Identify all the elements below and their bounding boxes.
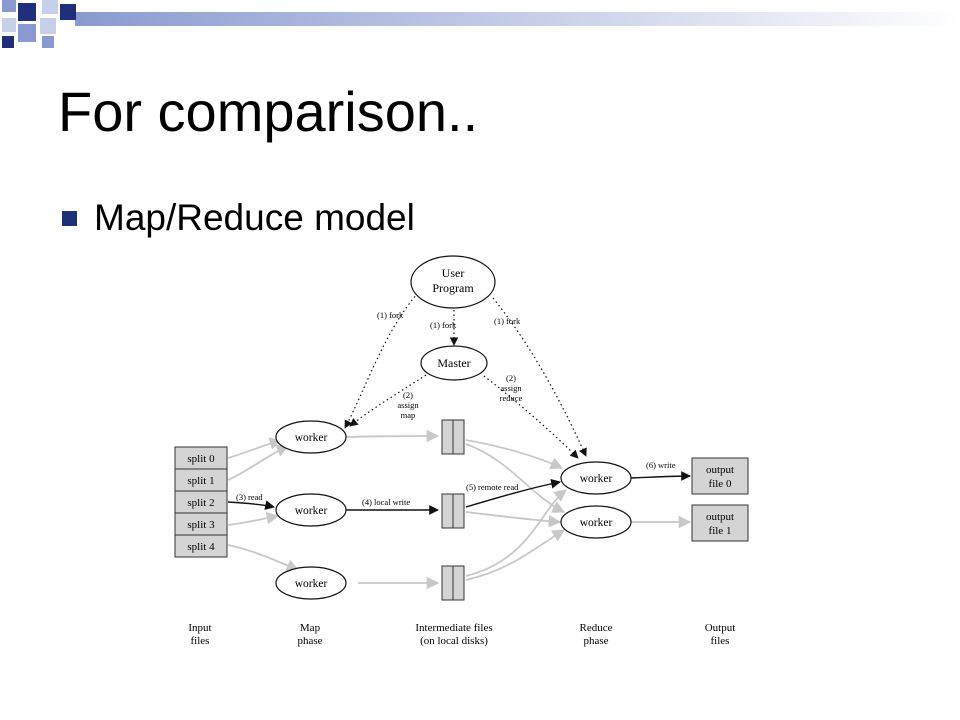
- output-line-1: output: [706, 511, 734, 523]
- arrow-reduce1-output0: [629, 471, 691, 481]
- master-node: Master: [420, 345, 488, 381]
- split-box: split 2: [174, 490, 228, 514]
- intermediate-file: [441, 493, 465, 529]
- user-program-label-2: Program: [432, 281, 474, 295]
- assign-reduce-line-2: assign: [500, 383, 522, 393]
- caption-map-1: Map: [300, 622, 321, 634]
- arrow-split3-worker2: [227, 511, 280, 526]
- caption-intermediate-2: (on local disks): [420, 635, 488, 647]
- split-label: split 2: [187, 497, 214, 509]
- output-line-1: output: [706, 464, 734, 476]
- arrow-split0-worker1: [227, 437, 283, 459]
- caption-reduce-1: Reduce: [580, 622, 613, 634]
- caption-intermediate-1: Intermediate files: [415, 622, 492, 634]
- arrow-assign-reduce: [483, 375, 579, 459]
- worker-label: worker: [295, 505, 328, 517]
- arrow-fork-reduce: [492, 297, 587, 457]
- master-label: Master: [437, 356, 470, 370]
- intermediate-file: [441, 419, 465, 455]
- user-program-label-1: User: [442, 266, 465, 280]
- arrow-file3-reduce2: [465, 529, 566, 581]
- assign-map-line-3: map: [401, 410, 416, 420]
- bullet-item: Map/Reduce model: [62, 195, 415, 241]
- remote-read-label: (5) remote read: [466, 482, 519, 492]
- write-label: (6) write: [646, 460, 676, 470]
- split-box: split 0: [174, 446, 228, 470]
- map-worker-node: worker: [275, 566, 347, 600]
- worker-label: worker: [295, 432, 328, 444]
- mapreduce-diagram: User Program Master (1) fork (1) fork (1…: [174, 255, 749, 647]
- corner-square-9: [42, 36, 54, 48]
- local-write-label: (4) local write: [362, 497, 410, 507]
- split-box: split 3: [174, 512, 228, 536]
- map-worker-node: worker: [275, 493, 347, 527]
- corner-square-2: [18, 3, 36, 21]
- bullet-square-icon: [62, 210, 77, 226]
- fork-label-right: (1) fork: [494, 316, 521, 326]
- top-band: [75, 12, 960, 26]
- fork-label-center: (1) fork: [430, 320, 457, 330]
- assign-map-label: (2) assign map: [397, 390, 419, 420]
- caption-map-2: phase: [297, 635, 322, 647]
- corner-square-3: [42, 0, 58, 14]
- input-splits: split 0 split 1 split 2 split 3 split 4: [174, 446, 228, 558]
- intermediate-file: [441, 565, 465, 601]
- arrow-split1-worker1: [227, 444, 290, 481]
- corner-square-4: [60, 4, 76, 20]
- assign-map-line-1: (2): [403, 390, 413, 400]
- assign-reduce-line-1: (2): [506, 373, 516, 383]
- reduce-worker-node: worker: [560, 505, 632, 539]
- corner-square-6: [18, 24, 36, 42]
- arrow-file1-reduce1: [465, 439, 564, 470]
- arrow-worker1-file1: [345, 429, 440, 443]
- read-label: (3) read: [236, 492, 263, 502]
- split-box: split 4: [174, 534, 228, 558]
- output-file-box: output file 1: [691, 504, 749, 542]
- corner-decoration: [2, 0, 960, 48]
- worker-label: worker: [580, 473, 613, 485]
- assign-reduce-line-3: reduce: [500, 393, 523, 403]
- caption-output-1: Output: [705, 622, 736, 634]
- assign-reduce-label: (2) assign reduce: [500, 373, 523, 403]
- worker-label: worker: [580, 517, 613, 529]
- corner-square-8: [2, 36, 14, 48]
- slide-title: For comparison..: [58, 80, 479, 143]
- caption-reduce-2: phase: [583, 635, 608, 647]
- arrow-file2-reduce1: [465, 478, 561, 508]
- split-label: split 0: [187, 453, 215, 465]
- split-box: split 1: [174, 468, 228, 492]
- map-worker-node: worker: [275, 420, 347, 454]
- bullet-text: Map/Reduce model: [94, 197, 415, 238]
- caption-input-2: files: [191, 635, 210, 647]
- arrow-file3-reduce1: [465, 489, 567, 577]
- split-label: split 1: [187, 475, 214, 487]
- fork-label-left: (1) fork: [377, 310, 404, 320]
- arrow-file2-reduce2: [465, 511, 562, 528]
- assign-map-line-2: assign: [397, 400, 419, 410]
- user-program-node: User Program: [410, 255, 496, 309]
- worker-label: worker: [295, 578, 328, 590]
- output-file-box: output file 0: [691, 457, 749, 495]
- output-line-2: file 0: [709, 478, 732, 490]
- caption-input-1: Input: [188, 622, 211, 634]
- corner-square-7: [40, 18, 56, 34]
- corner-square-1: [2, 0, 16, 12]
- split-label: split 4: [187, 541, 215, 553]
- split-label: split 3: [187, 519, 215, 531]
- arrow-split4-worker3: [227, 544, 300, 572]
- arrow-assign-map: [349, 374, 427, 427]
- arrow-file1-reduce2: [465, 443, 566, 513]
- corner-square-5: [2, 18, 16, 32]
- reduce-worker-node: worker: [560, 461, 632, 495]
- arrow-split2-worker2: [227, 500, 275, 510]
- output-line-2: file 1: [709, 525, 732, 537]
- caption-output-2: files: [711, 635, 730, 647]
- column-captions: Input files Map phase Intermediate files…: [188, 622, 735, 647]
